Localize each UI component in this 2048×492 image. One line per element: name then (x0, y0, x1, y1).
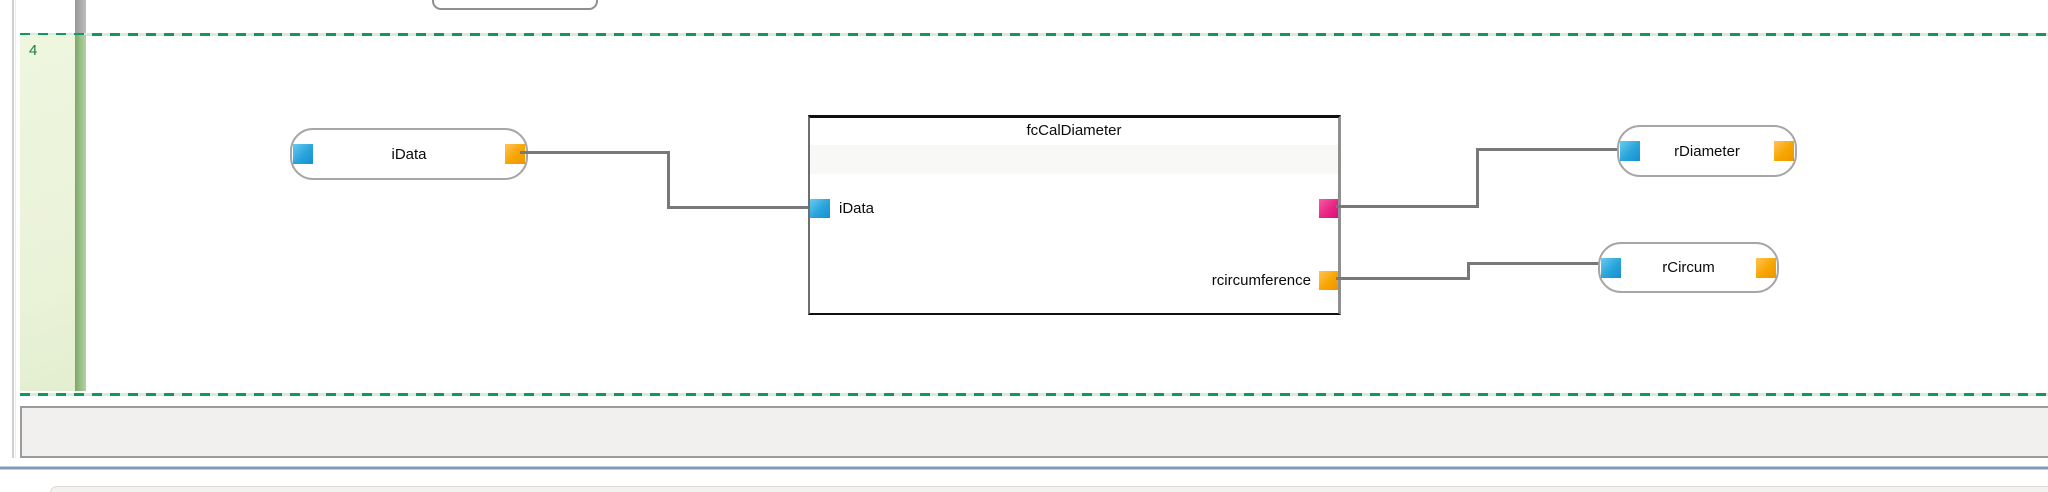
previous-network-selection-bar[interactable] (75, 0, 86, 34)
editor-left-border-inner (15, 0, 16, 458)
input-pin-icon[interactable] (1601, 257, 1621, 278)
previous-network-element-partial[interactable] (432, 0, 598, 10)
wire-segment[interactable] (1467, 262, 1470, 280)
output-variable-label: rCircum (1662, 259, 1715, 276)
input-pin-icon[interactable] (293, 144, 313, 164)
output-pin-icon[interactable] (505, 144, 525, 164)
bottom-status-strip (50, 486, 2048, 492)
editor-left-border (12, 0, 14, 458)
output-variable-rcircum[interactable]: rCircum (1598, 242, 1779, 293)
output-variable-label: rDiameter (1674, 142, 1740, 160)
block-output-pin-icon-circumference[interactable] (1319, 271, 1338, 290)
wire-segment[interactable] (1336, 277, 1470, 280)
output-pin-icon[interactable] (1756, 257, 1776, 278)
output-pin-icon[interactable] (1774, 141, 1794, 161)
network-4-gutter[interactable]: 4 (20, 35, 75, 391)
bottom-panel (20, 406, 2048, 458)
wire-segment[interactable] (667, 206, 808, 209)
network-number: 4 (29, 42, 38, 59)
input-variable-idata[interactable]: iData (290, 128, 528, 180)
function-block-header-band (810, 145, 1338, 174)
function-block-title: fcCalDiameter (1026, 122, 1122, 139)
block-output-pin-label: rcircumference (1211, 272, 1311, 289)
window-split-divider (0, 466, 2048, 470)
block-input-pin-label: iData (839, 200, 875, 217)
network-4-selection-bar[interactable] (75, 35, 86, 391)
block-input-pin-icon[interactable] (810, 199, 830, 218)
wire-segment[interactable] (520, 151, 670, 154)
network-separator-top (20, 33, 2048, 36)
network-separator-bottom (20, 393, 2048, 396)
input-variable-label: iData (391, 145, 427, 163)
block-output-pin-icon-diameter[interactable] (1319, 199, 1338, 218)
wire-segment[interactable] (1476, 148, 1479, 208)
function-block-fccaldiameter[interactable]: fcCalDiameter iData rcircumference (808, 115, 1341, 315)
wire-segment[interactable] (1467, 262, 1600, 265)
wire-segment[interactable] (1336, 205, 1479, 208)
wire-segment[interactable] (667, 151, 670, 209)
wire-segment[interactable] (1476, 148, 1617, 151)
output-variable-rdiameter[interactable]: rDiameter (1617, 125, 1797, 177)
input-pin-icon[interactable] (1620, 141, 1640, 161)
